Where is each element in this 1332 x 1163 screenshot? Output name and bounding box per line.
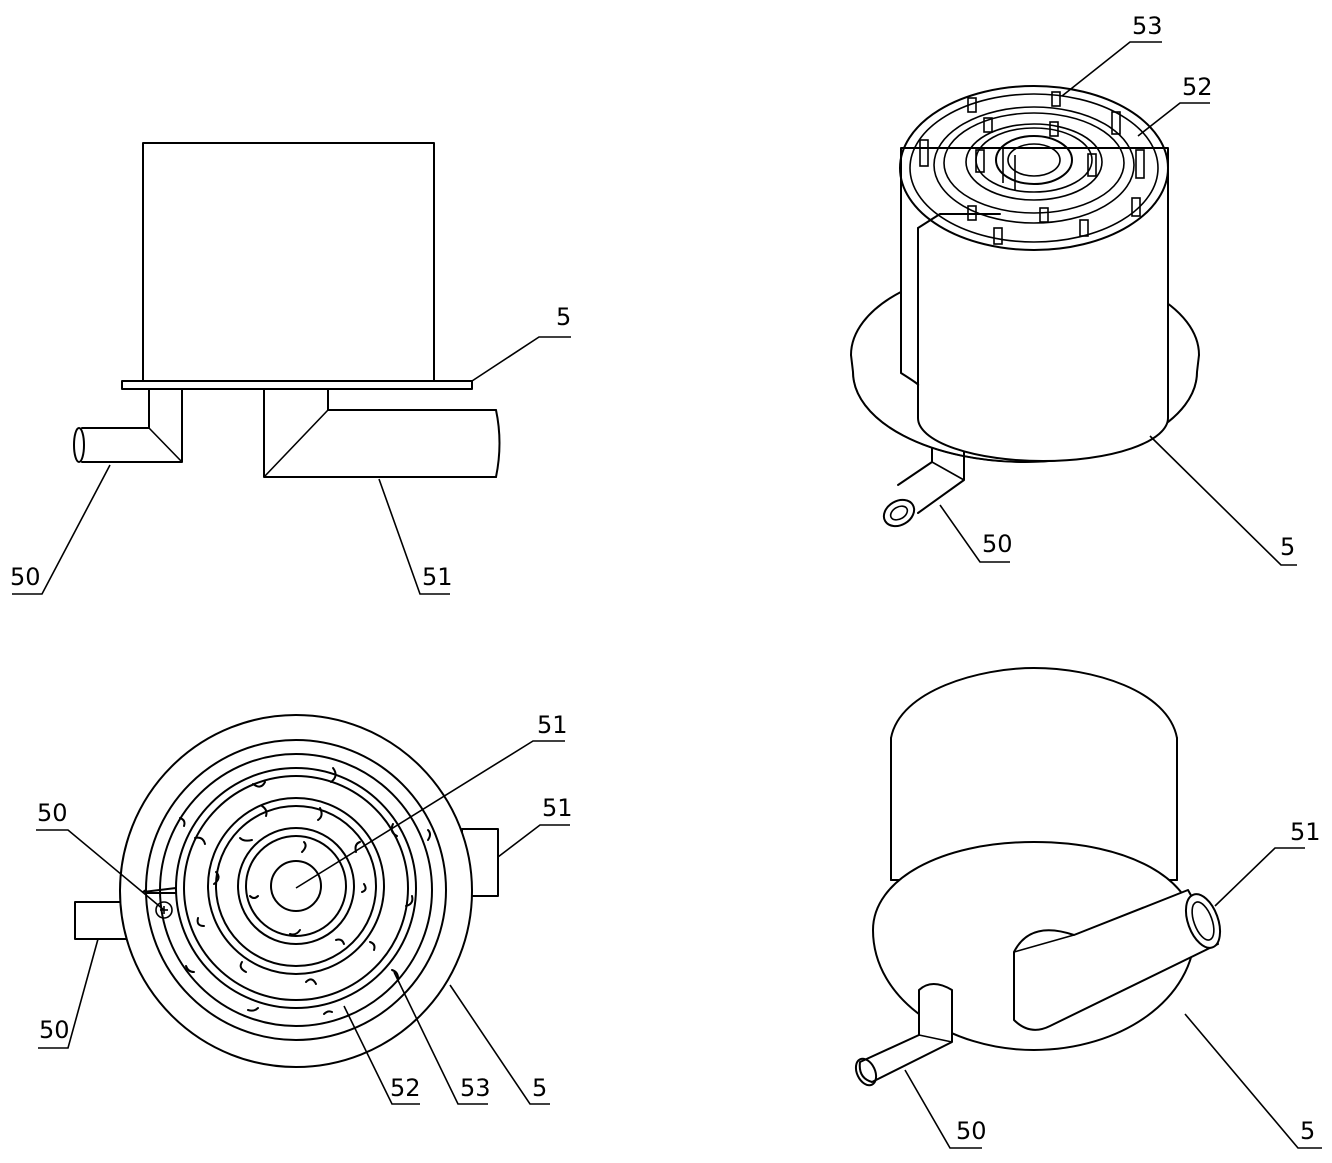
leader-line-50-pipe: [38, 938, 99, 1049]
leader-line-5: [449, 984, 550, 1105]
callout-50-valve: 50: [37, 799, 68, 827]
top-isometric-figure: 53 52 5 50: [850, 12, 1297, 566]
callout-52: 52: [1182, 73, 1213, 101]
blades: [179, 767, 431, 1015]
callout-5: 5: [1300, 1117, 1315, 1145]
outlet-pipe: [1013, 889, 1222, 1031]
callout-5: 5: [556, 303, 571, 331]
cylinder-body: [900, 147, 1169, 462]
inlet-pipe: [73, 388, 183, 463]
leader-line-5: [1184, 1013, 1322, 1149]
inlet-pipe: [882, 447, 965, 528]
leader-line-51-side: [497, 824, 570, 858]
outlet-pipe: [263, 388, 501, 478]
callout-5: 5: [532, 1074, 547, 1102]
leader-line-53: [1061, 41, 1162, 97]
callout-5: 5: [1280, 533, 1295, 561]
callout-50: 50: [982, 530, 1013, 558]
leader-line-51: [1214, 847, 1305, 907]
callout-50-pipe: 50: [39, 1016, 70, 1044]
callout-51: 51: [1290, 818, 1321, 846]
front-view-figure: 5 50 51: [10, 142, 571, 595]
leader-line-52: [343, 1005, 420, 1105]
callout-52: 52: [390, 1074, 421, 1102]
leader-line-51-center: [295, 740, 565, 889]
bottom-view-figure: 51 51 50 50 52 53 5: [36, 711, 573, 1105]
callout-53: 53: [1132, 12, 1163, 40]
leader-line-50: [939, 504, 1010, 563]
leader-line-5: [1149, 435, 1297, 566]
cylinder-body: [890, 667, 1178, 881]
leader-line-52: [1137, 102, 1210, 137]
cylinder-body: [142, 142, 435, 382]
leader-line-50: [12, 464, 111, 595]
callout-51-center: 51: [537, 711, 568, 739]
leader-line-53: [393, 971, 488, 1105]
spiral-channel: [142, 739, 447, 1041]
callout-51: 51: [422, 563, 453, 591]
callout-51-side: 51: [542, 794, 573, 822]
callout-50: 50: [956, 1117, 987, 1145]
leader-line-5: [471, 336, 571, 382]
mounting-plate: [119, 714, 473, 1068]
inlet-pipe: [854, 983, 953, 1087]
bottom-isometric-figure: 51 5 50: [854, 667, 1322, 1149]
leader-line-50-valve: [36, 829, 165, 911]
callout-50: 50: [10, 563, 41, 591]
leader-line-51: [378, 478, 450, 595]
callout-53: 53: [460, 1074, 491, 1102]
leader-line-50: [904, 1069, 982, 1149]
mounting-plate: [121, 380, 473, 390]
blades: [919, 91, 1145, 245]
